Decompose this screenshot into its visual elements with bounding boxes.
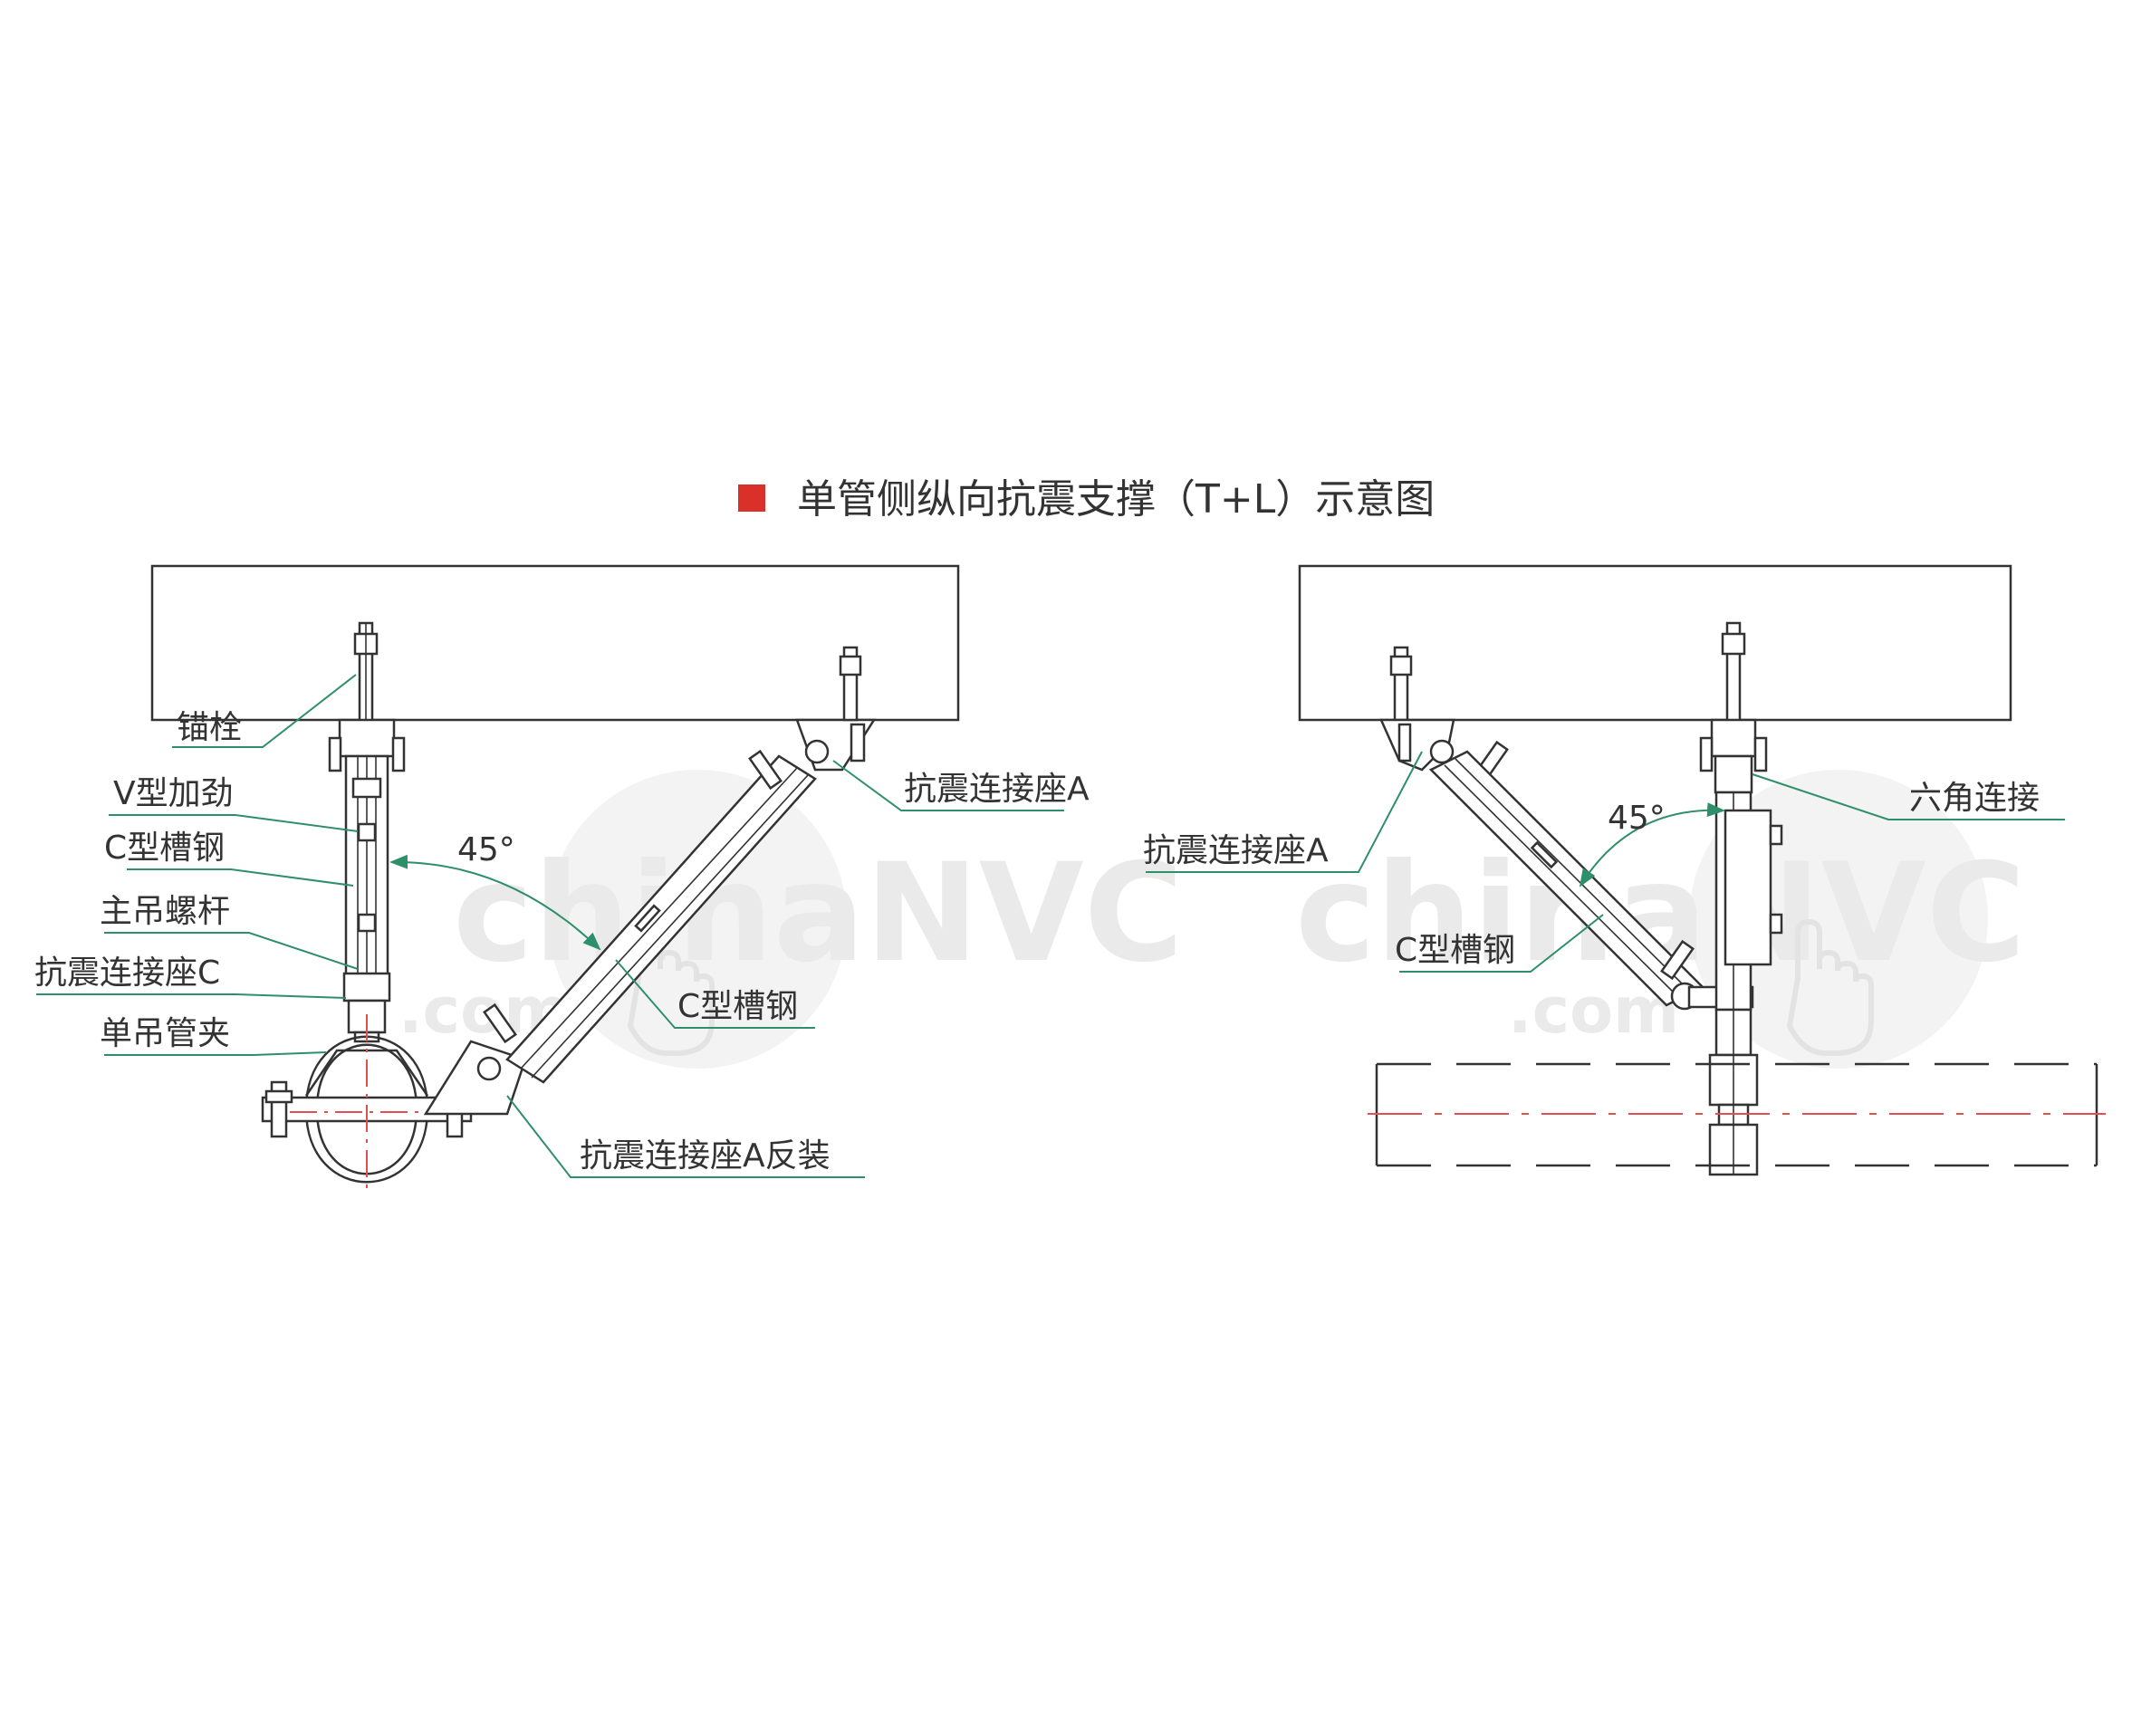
angle-label-left: 45°: [457, 831, 515, 868]
label-anchor-bolt-left: 锚栓: [172, 674, 357, 748]
anchor-bolt-main-right: [1721, 621, 1746, 724]
label-seat-a-right: 抗震连接座A: [1143, 751, 1423, 873]
label-c-channel-left-text: C型槽钢: [104, 830, 225, 867]
ceiling-slab-right: [1298, 564, 2012, 722]
seat-a-top-right: [1379, 718, 1509, 782]
label-c-channel-right: C型槽钢: [1395, 914, 1604, 973]
angle-arc-right: [1579, 802, 1725, 887]
title-bullet: [738, 484, 765, 512]
angle-label-right: 45°: [1608, 800, 1666, 837]
angle-arc-left: [389, 854, 601, 951]
hanger-channel-left: [328, 718, 406, 1043]
label-v-stiffener-left: V型加劲: [109, 775, 359, 832]
label-hex-connect-right: 六角连接: [1752, 773, 2065, 820]
diagonal-brace-left: [505, 754, 817, 1084]
label-c-channel-left: C型槽钢: [104, 830, 354, 887]
label-seat-a-left: 抗震连接座A: [832, 760, 1090, 811]
label-main-rod-left: 主吊螺杆: [100, 893, 359, 970]
label-c-channel-right-text: C型槽钢: [1395, 932, 1515, 969]
label-anchor-bolt: 锚栓: [177, 709, 242, 746]
pipe-side-right: [1368, 1062, 2106, 1167]
watermark-right: chinaNVC .com: [1295, 770, 2026, 1069]
label-seat-c-left: 抗震连接座C: [34, 954, 347, 999]
label-pipe-clamp: 单吊管夹: [100, 1015, 230, 1052]
hand-pointer-icon: [1786, 918, 1874, 1056]
label-v-stiffener: V型加劲: [113, 775, 234, 812]
watermark-text-left: chinaNVC: [453, 835, 1184, 993]
seat-a-top-left: [748, 646, 877, 791]
hanger-column-right: [1699, 718, 1783, 1176]
label-seat-c: 抗震连接座C: [34, 954, 220, 992]
right-view: 45° 六角连接 抗震连接座A C型槽钢: [1143, 564, 2106, 1176]
title-text: 单管侧纵向抗震支撑（T+L）示意图: [797, 476, 1435, 523]
label-pipe-clamp-left: 单吊管夹: [100, 1015, 327, 1056]
label-seat-a-reverse: 抗震连接座A反装: [580, 1137, 831, 1175]
label-c-channel-brace: C型槽钢: [677, 988, 798, 1025]
label-seat-a: 抗震连接座A: [904, 771, 1090, 808]
anchor-bolt-main-left: [353, 621, 379, 724]
label-seat-a-right-text: 抗震连接座A: [1143, 832, 1329, 869]
label-hex-connect: 六角连接: [1909, 780, 2040, 817]
seat-a-reverse-left: [423, 1002, 527, 1116]
label-seat-a-reverse-left: 抗震连接座A反装: [506, 1095, 865, 1178]
left-view: 45° 锚栓 V型加劲 C型槽钢 主吊螺杆 抗震连接座C 单吊管夹 抗震连接: [34, 564, 1090, 1191]
ceiling-slab-left: [150, 564, 960, 722]
label-c-channel-brace-left: C型槽钢: [615, 959, 815, 1029]
label-main-rod: 主吊螺杆: [100, 893, 230, 930]
anchor-bolt-small-right: [1389, 646, 1413, 722]
diagram-title: 单管侧纵向抗震支撑（T+L）示意图: [738, 476, 1435, 523]
